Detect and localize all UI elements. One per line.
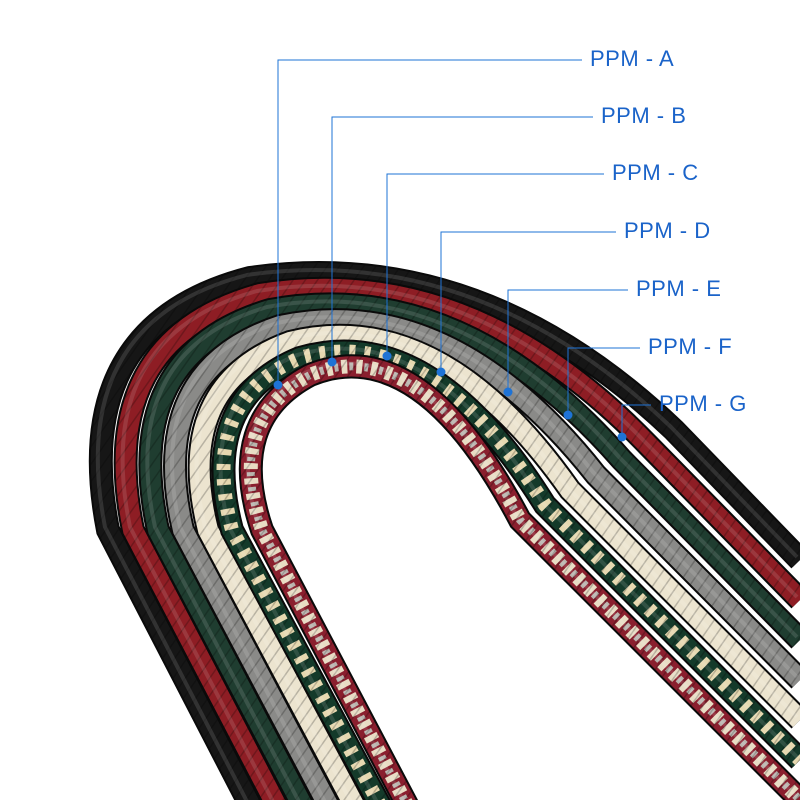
leader-7 (617, 404, 651, 442)
label-ppm-e: PPM - E (636, 276, 722, 301)
label-ppm-b: PPM - B (601, 103, 687, 128)
leader-3 (382, 173, 604, 361)
rope-3 (187, 323, 800, 800)
rope-2 (211, 339, 800, 800)
label-ppm-d: PPM - D (624, 218, 711, 243)
leader-6 (563, 347, 640, 420)
rope-4 (163, 308, 800, 800)
leader-dot-3 (382, 351, 392, 361)
leader-5 (503, 289, 628, 397)
rope-5 (138, 292, 800, 800)
leader-dot-6 (563, 410, 573, 420)
leader-1 (273, 59, 582, 390)
leader-dot-2 (327, 357, 337, 367)
label-ppm-a: PPM - A (590, 46, 675, 71)
leader-dot-7 (617, 432, 627, 442)
leader-2 (327, 116, 593, 367)
leader-dot-4 (436, 367, 446, 377)
leader-4 (436, 231, 616, 377)
label-ppm-c: PPM - C (612, 160, 699, 185)
rope-6 (113, 276, 800, 800)
label-ppm-g: PPM - G (659, 391, 747, 416)
rope-bundle (88, 261, 800, 800)
leader-dot-5 (503, 387, 513, 397)
leader-lines (273, 59, 651, 442)
rope-7 (88, 261, 800, 800)
rope-1 (238, 354, 800, 800)
leader-dot-1 (273, 380, 283, 390)
label-ppm-f: PPM - F (648, 334, 733, 359)
